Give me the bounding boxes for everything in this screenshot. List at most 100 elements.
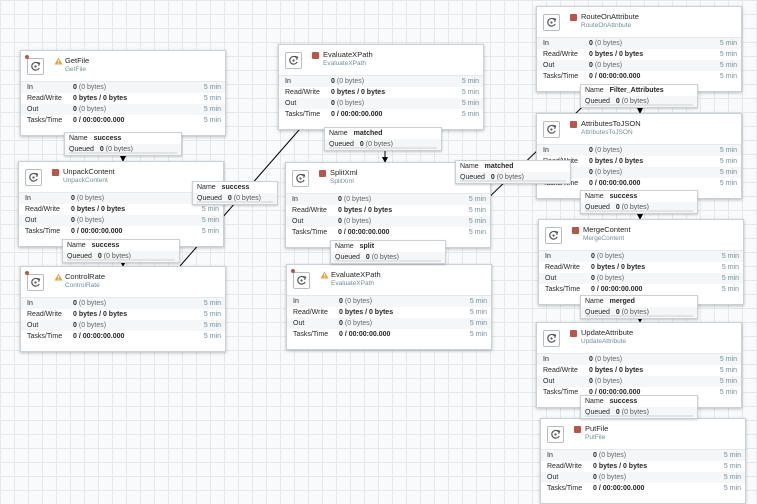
- connection-name-row: Name success: [581, 396, 697, 407]
- stat-label-read-write: Read/Write: [543, 51, 578, 58]
- processor-header[interactable]: SplitXml SplitXml: [286, 163, 490, 194]
- in-count: 0: [339, 298, 343, 305]
- connection-label-c8[interactable]: Name success Queued 0 (0 bytes): [580, 190, 698, 214]
- processor-header[interactable]: UpdateAttribute UpdateAttribute: [537, 323, 741, 354]
- in-count: 0: [71, 195, 75, 202]
- stat-period: 5 min: [468, 229, 486, 236]
- connection-label-c5[interactable]: Name split Queued 0 (0 bytes): [330, 240, 446, 264]
- connection-label-c6[interactable]: Name matched Queued 0 (0 bytes): [455, 160, 571, 184]
- processor-controlrate[interactable]: ControlRate ControlRate In 0 (0 bytes) 5…: [20, 266, 226, 352]
- processor-header[interactable]: UnpackContent UnpackContent: [19, 162, 223, 193]
- in-bytes: (0 bytes): [76, 195, 105, 202]
- processor-header[interactable]: EvaluateXPath EvaluateXPath: [279, 45, 483, 76]
- stat-period: 5 min: [719, 158, 737, 165]
- processor-getfile[interactable]: GetFile GetFile In 0 (0 bytes) 5 min Rea…: [20, 50, 226, 136]
- stat-label-tasks: Tasks/Time: [293, 331, 329, 338]
- queue-progress-bar: [335, 260, 441, 262]
- connection-label-c10[interactable]: Name success Queued 0 (0 bytes): [580, 395, 698, 419]
- queue-progress-bar: [69, 152, 177, 154]
- stat-row-in: In 0 (0 bytes) 5 min: [537, 145, 741, 156]
- tasks-time: 0 / 00:00:00.000: [339, 331, 391, 338]
- stat-period: 5 min: [721, 264, 739, 271]
- stat-row-tasks: Tasks/Time 0 / 00:00:00.000 5 min: [287, 329, 491, 340]
- warning-icon: [320, 271, 329, 279]
- out-count: 0: [339, 320, 343, 327]
- connection-label-c7[interactable]: Name Filter_Attributes Queued 0 (0 bytes…: [580, 84, 698, 108]
- processor-name: GetFile: [65, 56, 90, 65]
- stat-label-in: In: [25, 195, 31, 202]
- processor-header[interactable]: GetFile GetFile: [21, 51, 225, 82]
- processor-header[interactable]: RouteOnAttribute RouteOnAttribute: [537, 7, 741, 38]
- stat-row-read-write: Read/Write 0 bytes / 0 bytes 5 min: [539, 262, 743, 273]
- connection-queued-key: Queued: [585, 409, 610, 416]
- processor-attrjson[interactable]: AttributesToJSON AttributesToJSON In 0 (…: [536, 113, 742, 199]
- out-count: 0: [338, 218, 342, 225]
- stat-label-tasks: Tasks/Time: [547, 485, 583, 492]
- connection-label-c9[interactable]: Name merged Queued 0 (0 bytes): [580, 295, 698, 319]
- stat-label-read-write: Read/Write: [285, 89, 320, 96]
- stat-row-read-write: Read/Write 0 bytes / 0 bytes 5 min: [286, 205, 490, 216]
- processor-splitxml[interactable]: SplitXml SplitXml In 0 (0 bytes) 5 min R…: [285, 162, 491, 248]
- processor-header[interactable]: EvaluateXPath EvaluateXPath: [287, 265, 491, 296]
- connection-queued-row: Queued 0 (0 bytes): [581, 202, 697, 213]
- in-bytes: (0 bytes): [78, 300, 107, 307]
- connection-name: success: [221, 184, 250, 191]
- connection-name-row: Name success: [63, 240, 179, 251]
- read-write-bytes: 0 bytes / 0 bytes: [71, 206, 126, 213]
- tasks-time: 0 / 00:00:00.000: [73, 117, 125, 124]
- connection-label-c1[interactable]: Name success Queued 0 (0 bytes): [64, 132, 182, 156]
- queued-bytes: (0 bytes): [496, 174, 524, 181]
- out-count: 0: [589, 378, 593, 385]
- stat-label-read-write: Read/Write: [293, 309, 328, 316]
- out-count: 0: [591, 275, 595, 282]
- stat-period: 5 min: [203, 333, 221, 340]
- processor-icon: [293, 272, 310, 289]
- processor-evalxpath1[interactable]: EvaluateXPath EvaluateXPath In 0 (0 byte…: [278, 44, 484, 130]
- connection-name-row: Name success: [581, 191, 697, 202]
- processor-evalxpath2[interactable]: EvaluateXPath EvaluateXPath In 0 (0 byte…: [286, 264, 492, 350]
- stat-period: 5 min: [723, 485, 741, 492]
- connection-queued-key: Queued: [585, 204, 610, 211]
- queued-count: 0: [99, 146, 104, 153]
- queued-count: 0: [615, 98, 620, 105]
- stat-label-in: In: [285, 78, 291, 85]
- out-bytes: (0 bytes): [336, 100, 365, 107]
- processor-header[interactable]: ControlRate ControlRate: [21, 267, 225, 298]
- stat-row-read-write: Read/Write 0 bytes / 0 bytes 5 min: [287, 307, 491, 318]
- processor-header[interactable]: MergeContent MergeContent: [539, 220, 743, 251]
- stat-row-read-write: Read/Write 0 bytes / 0 bytes 5 min: [21, 93, 225, 104]
- connection-label-c2[interactable]: Name success Queued 0 (0 bytes): [62, 239, 180, 263]
- processor-putfile[interactable]: PutFile PutFile In 0 (0 bytes) 5 min Rea…: [540, 418, 746, 504]
- stat-label-read-write: Read/Write: [547, 463, 582, 470]
- connection-name-key: Name: [585, 398, 604, 405]
- processor-header[interactable]: PutFile PutFile: [541, 419, 745, 450]
- read-write-bytes: 0 bytes / 0 bytes: [339, 309, 394, 316]
- processor-name: AttributesToJSON: [581, 119, 641, 128]
- out-count: 0: [331, 100, 335, 107]
- processor-name: ControlRate: [65, 272, 106, 281]
- processor-type: AttributesToJSON: [581, 129, 633, 136]
- queued-bytes: (0 bytes): [105, 146, 133, 153]
- out-bytes: (0 bytes): [596, 275, 625, 282]
- processor-type: UnpackContent: [63, 177, 108, 184]
- stat-period: 5 min: [719, 367, 737, 374]
- queued-count: 0: [615, 409, 620, 416]
- stat-label-tasks: Tasks/Time: [27, 117, 63, 124]
- queued-bytes: (0 bytes): [103, 253, 131, 260]
- connection-queued-row: Queued 0 (0 bytes): [581, 307, 697, 318]
- connection-label-c3[interactable]: Name success Queued 0 (0 bytes): [192, 181, 278, 205]
- stat-row-in: In 0 (0 bytes) 5 min: [287, 296, 491, 307]
- connection-label-c4[interactable]: Name matched Queued 0 (0 bytes): [324, 127, 442, 151]
- processor-header[interactable]: AttributesToJSON AttributesToJSON: [537, 114, 741, 145]
- stat-label-read-write: Read/Write: [27, 311, 62, 318]
- processor-route[interactable]: RouteOnAttribute RouteOnAttribute In 0 (…: [536, 6, 742, 92]
- processor-merge[interactable]: MergeContent MergeContent In 0 (0 bytes)…: [538, 219, 744, 305]
- read-write-bytes: 0 bytes / 0 bytes: [589, 367, 644, 374]
- queued-bytes: (0 bytes): [621, 409, 649, 416]
- stat-row-read-write: Read/Write 0 bytes / 0 bytes 5 min: [541, 461, 745, 472]
- processor-icon: [547, 426, 564, 443]
- processor-name: PutFile: [585, 424, 609, 433]
- processor-updateattr[interactable]: UpdateAttribute UpdateAttribute In 0 (0 …: [536, 322, 742, 408]
- queued-bytes: (0 bytes): [371, 254, 399, 261]
